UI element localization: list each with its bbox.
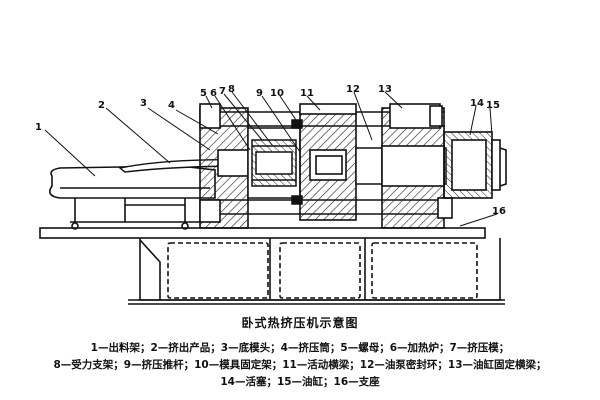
label-13: 13 — [378, 84, 392, 95]
label-12: 12 — [346, 84, 360, 95]
cylinder-crosshead — [381, 103, 453, 229]
part-number-labels: 1 2 3 4 5 6 7 8 9 10 11 12 13 14 15 16 — [35, 84, 506, 217]
base-support — [39, 227, 505, 305]
label-2: 2 — [98, 100, 105, 111]
legend-line-1: 1—出料架；2—挤出产品；3—底模头；4—挤压筒；5—螺母；6—加热炉；7—挤压… — [90, 342, 510, 354]
front-die-block — [199, 103, 249, 229]
figure-title: 卧式热挤压机示意图 — [241, 316, 359, 330]
label-5: 5 — [200, 88, 207, 99]
legend-line-2: 8—受力支架；9—挤压推杆；10—模具固定架；11—活动横梁；12—油泵密封环；… — [53, 359, 547, 371]
label-16: 16 — [492, 206, 506, 217]
discharge-frame — [49, 165, 216, 230]
label-8: 8 — [228, 84, 235, 95]
label-3: 3 — [140, 98, 147, 109]
label-14: 14 — [470, 98, 484, 109]
leader-lines — [44, 91, 498, 227]
label-9: 9 — [256, 88, 263, 99]
label-11: 11 — [300, 88, 314, 99]
label-7: 7 — [219, 86, 226, 97]
container — [247, 119, 303, 205]
legend-line-3: 14—活塞；15—油缸；16—支座 — [220, 376, 380, 388]
label-15: 15 — [486, 100, 500, 111]
movable-crosshead — [299, 103, 357, 221]
extrusion-press-drawing: 1 2 3 4 5 6 7 8 9 10 11 12 13 14 15 16 — [35, 84, 507, 305]
label-10: 10 — [270, 88, 284, 99]
oil-cylinder — [443, 131, 507, 199]
label-1: 1 — [35, 122, 42, 133]
label-4: 4 — [168, 100, 175, 111]
label-6: 6 — [210, 88, 217, 99]
